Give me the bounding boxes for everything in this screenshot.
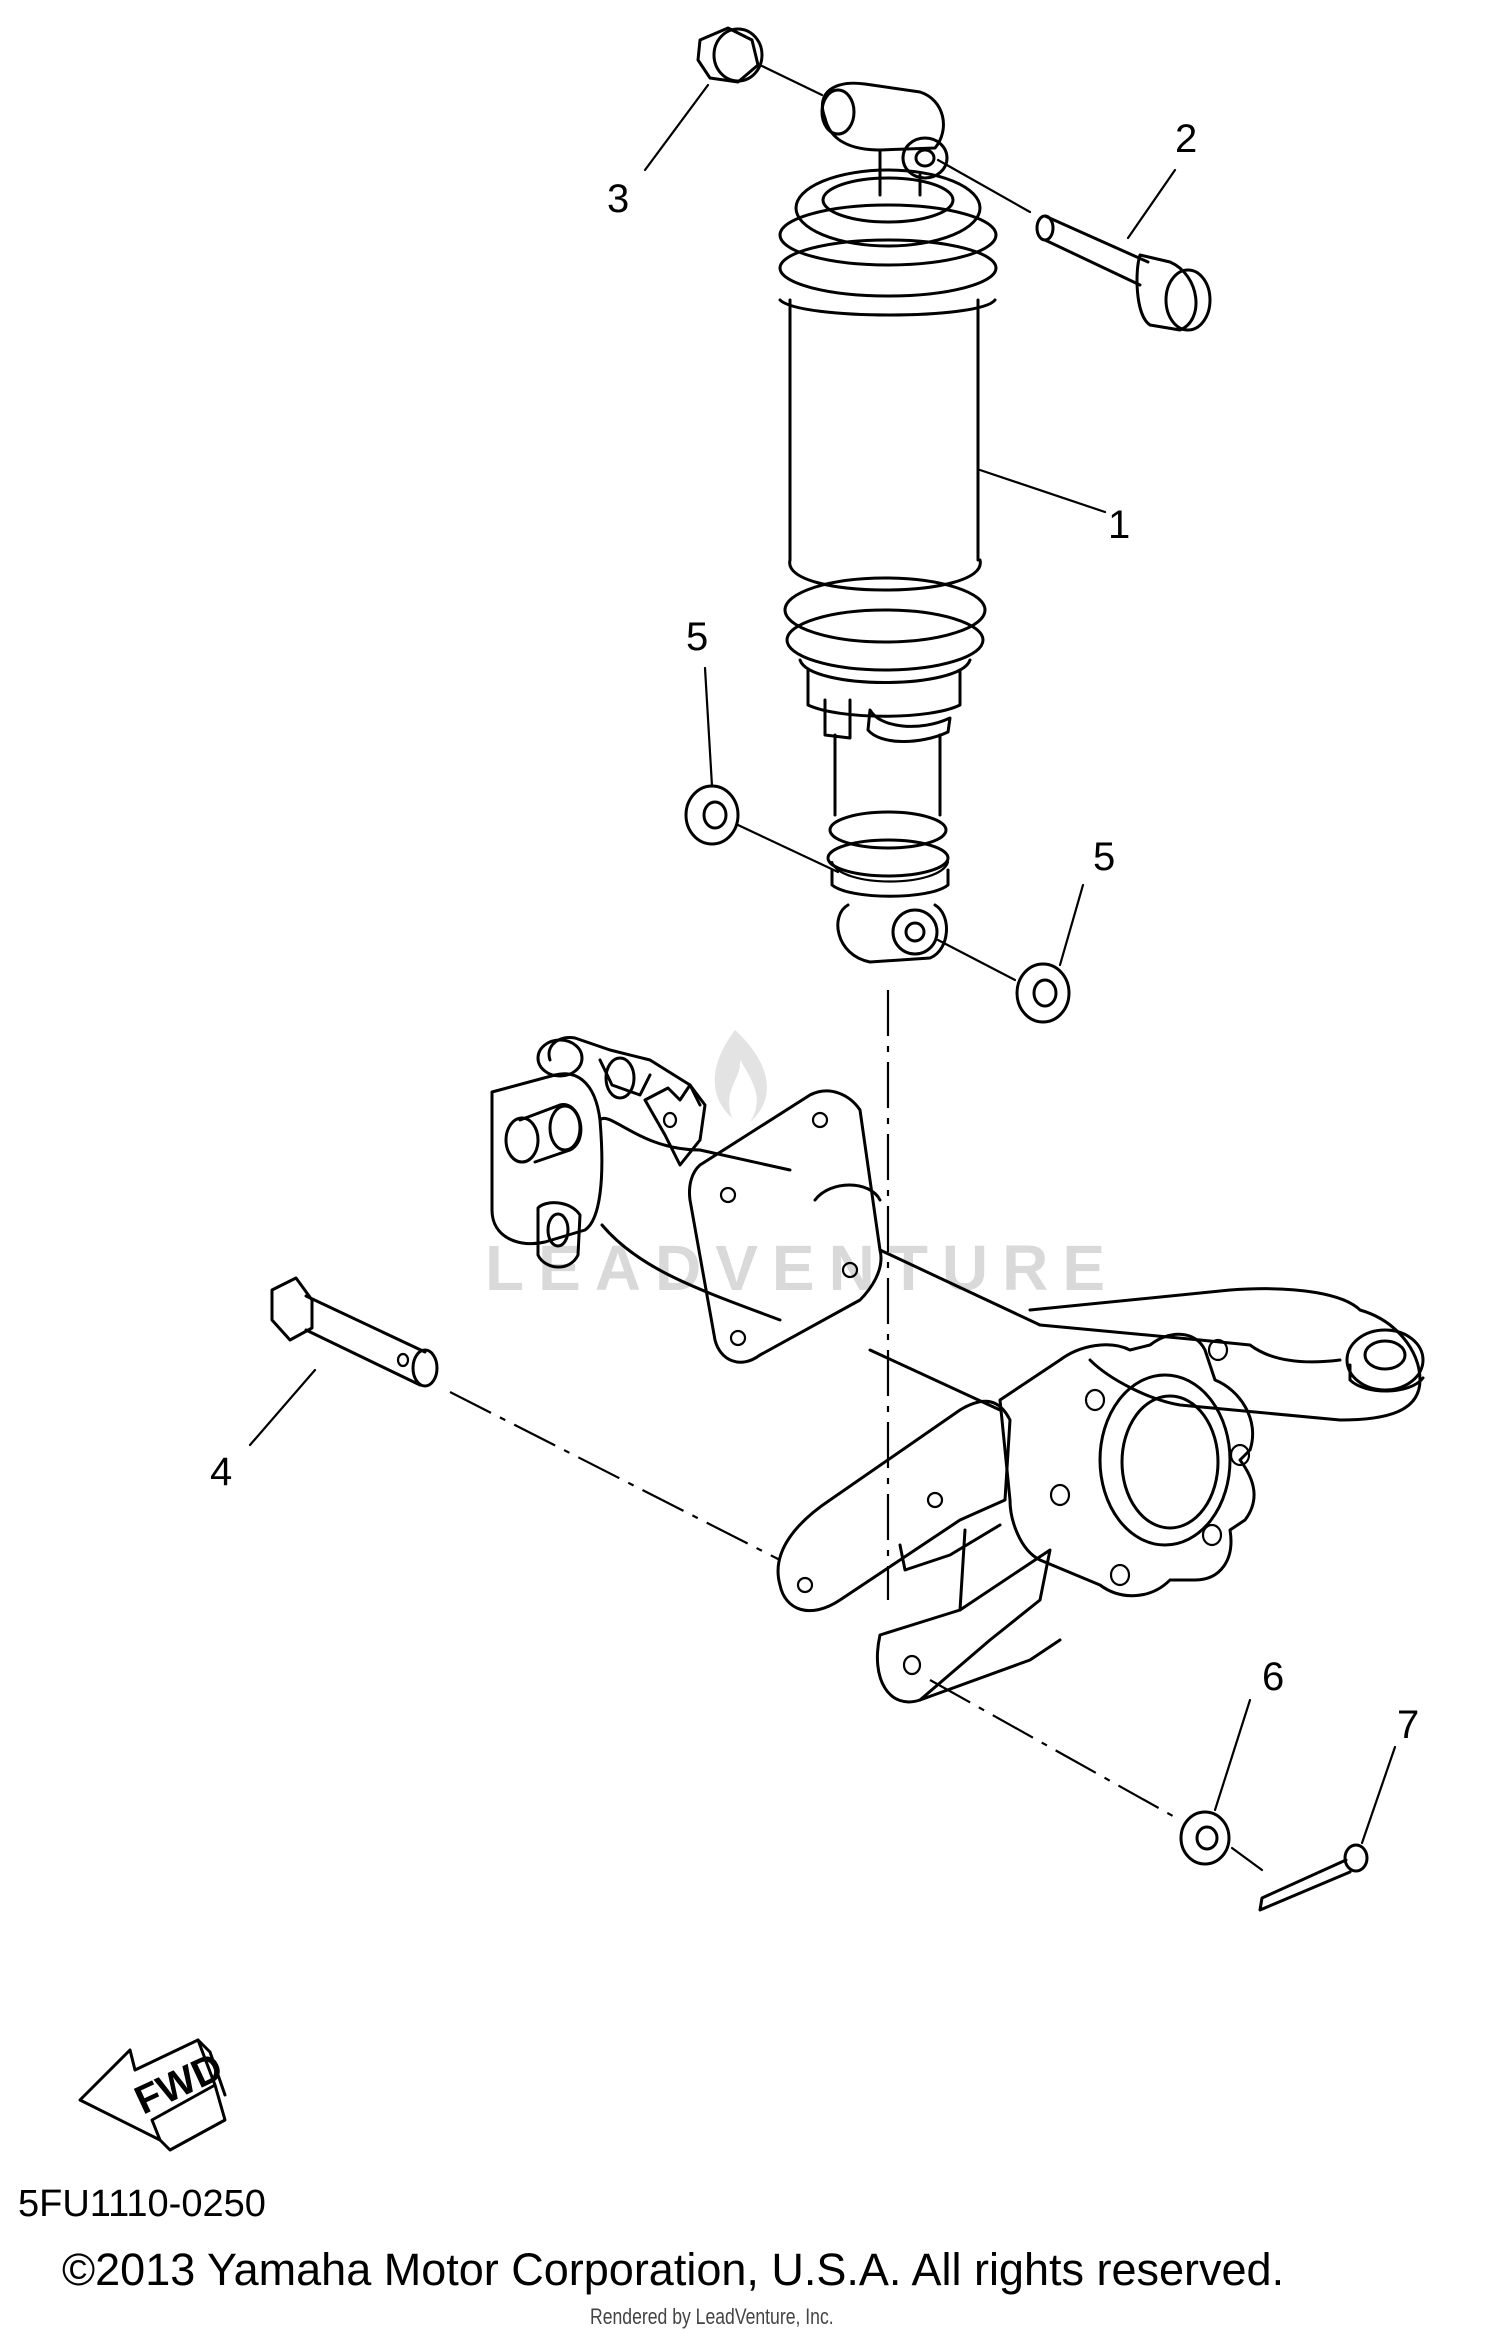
shock-absorber xyxy=(778,81,998,964)
bolt-upper xyxy=(1035,214,1212,332)
callout-6: 6 xyxy=(1262,1655,1284,1699)
nut-upper xyxy=(696,26,764,84)
callout-1: 1 xyxy=(1108,503,1130,547)
diagram-code: 5FU1110-0250 xyxy=(18,2183,266,2225)
rear-knuckle-housing xyxy=(490,1035,1425,1704)
washer-lower xyxy=(1179,1810,1231,1866)
watermark-text: LEADVENTURE xyxy=(485,1232,1119,1304)
rendered-by-text: Rendered by LeadVenture, Inc. xyxy=(590,2304,834,2329)
callout-5b: 5 xyxy=(1093,835,1115,879)
washers xyxy=(684,784,1071,1024)
fwd-label: FWD xyxy=(128,2045,229,2123)
callout-7: 7 xyxy=(1397,1703,1419,1747)
copyright-text: ©2013 Yamaha Motor Corporation, U.S.A. A… xyxy=(62,2244,1285,2295)
assembly-lines xyxy=(449,63,1264,1872)
leader-lines xyxy=(248,83,1397,1845)
callout-2: 2 xyxy=(1175,117,1197,161)
callout-5a: 5 xyxy=(686,615,708,659)
bolt-lower xyxy=(270,1276,439,1388)
cotter-pin xyxy=(1258,1843,1369,1912)
callout-numbers: 1 2 3 4 5 5 6 7 xyxy=(210,117,1419,1747)
leadventure-watermark: LEADVENTURE xyxy=(485,1030,1119,1304)
callout-4: 4 xyxy=(210,1450,232,1494)
callout-3: 3 xyxy=(607,177,629,221)
fwd-arrow: FWD xyxy=(78,2038,229,2152)
